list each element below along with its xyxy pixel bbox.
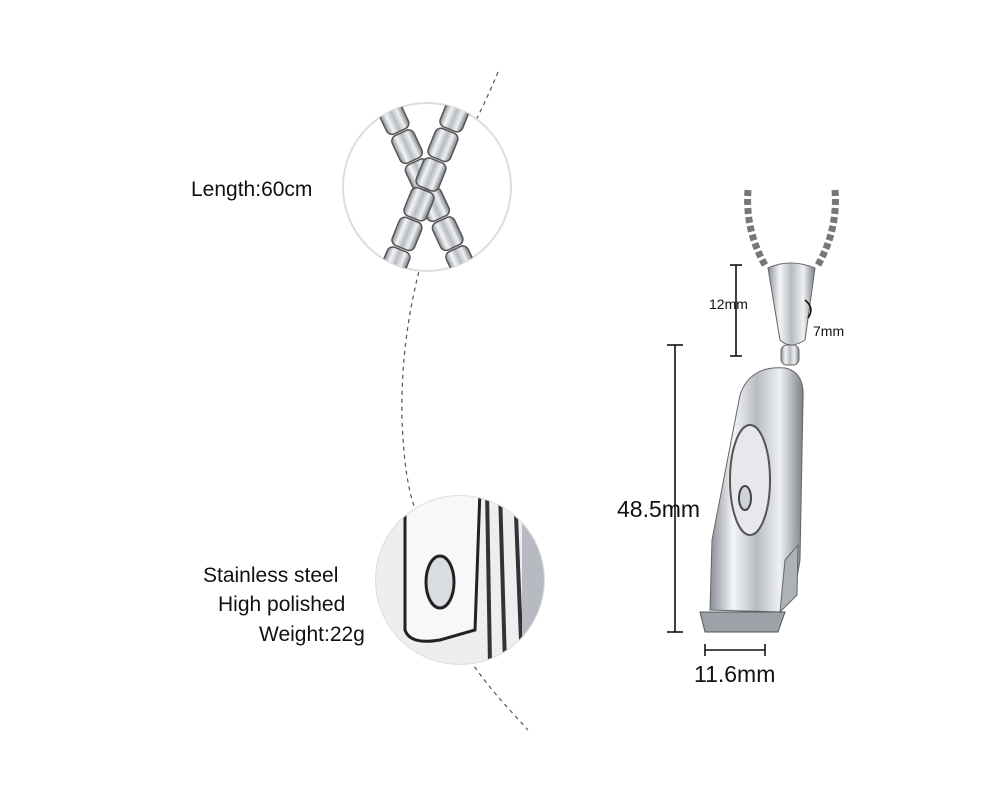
dashed-guide-line: [401, 71, 529, 731]
bail-width-label: 7mm: [813, 323, 845, 339]
material-label: Stainless steel: [203, 564, 339, 587]
chain-detail-circle: [342, 102, 512, 272]
pendant-width-label: 11.6mm: [694, 661, 776, 687]
pendant-image: [699, 189, 839, 633]
pendant-detail-circle: [375, 495, 545, 665]
pendant-height-label: 48.5mm: [617, 496, 701, 522]
finish-label: High polished: [218, 593, 346, 616]
weight-label: Weight:22g: [259, 623, 365, 646]
bail-height-label: 12mm: [709, 296, 748, 312]
dimension-lines: [667, 264, 812, 656]
length-label: Length:60cm: [191, 178, 313, 201]
